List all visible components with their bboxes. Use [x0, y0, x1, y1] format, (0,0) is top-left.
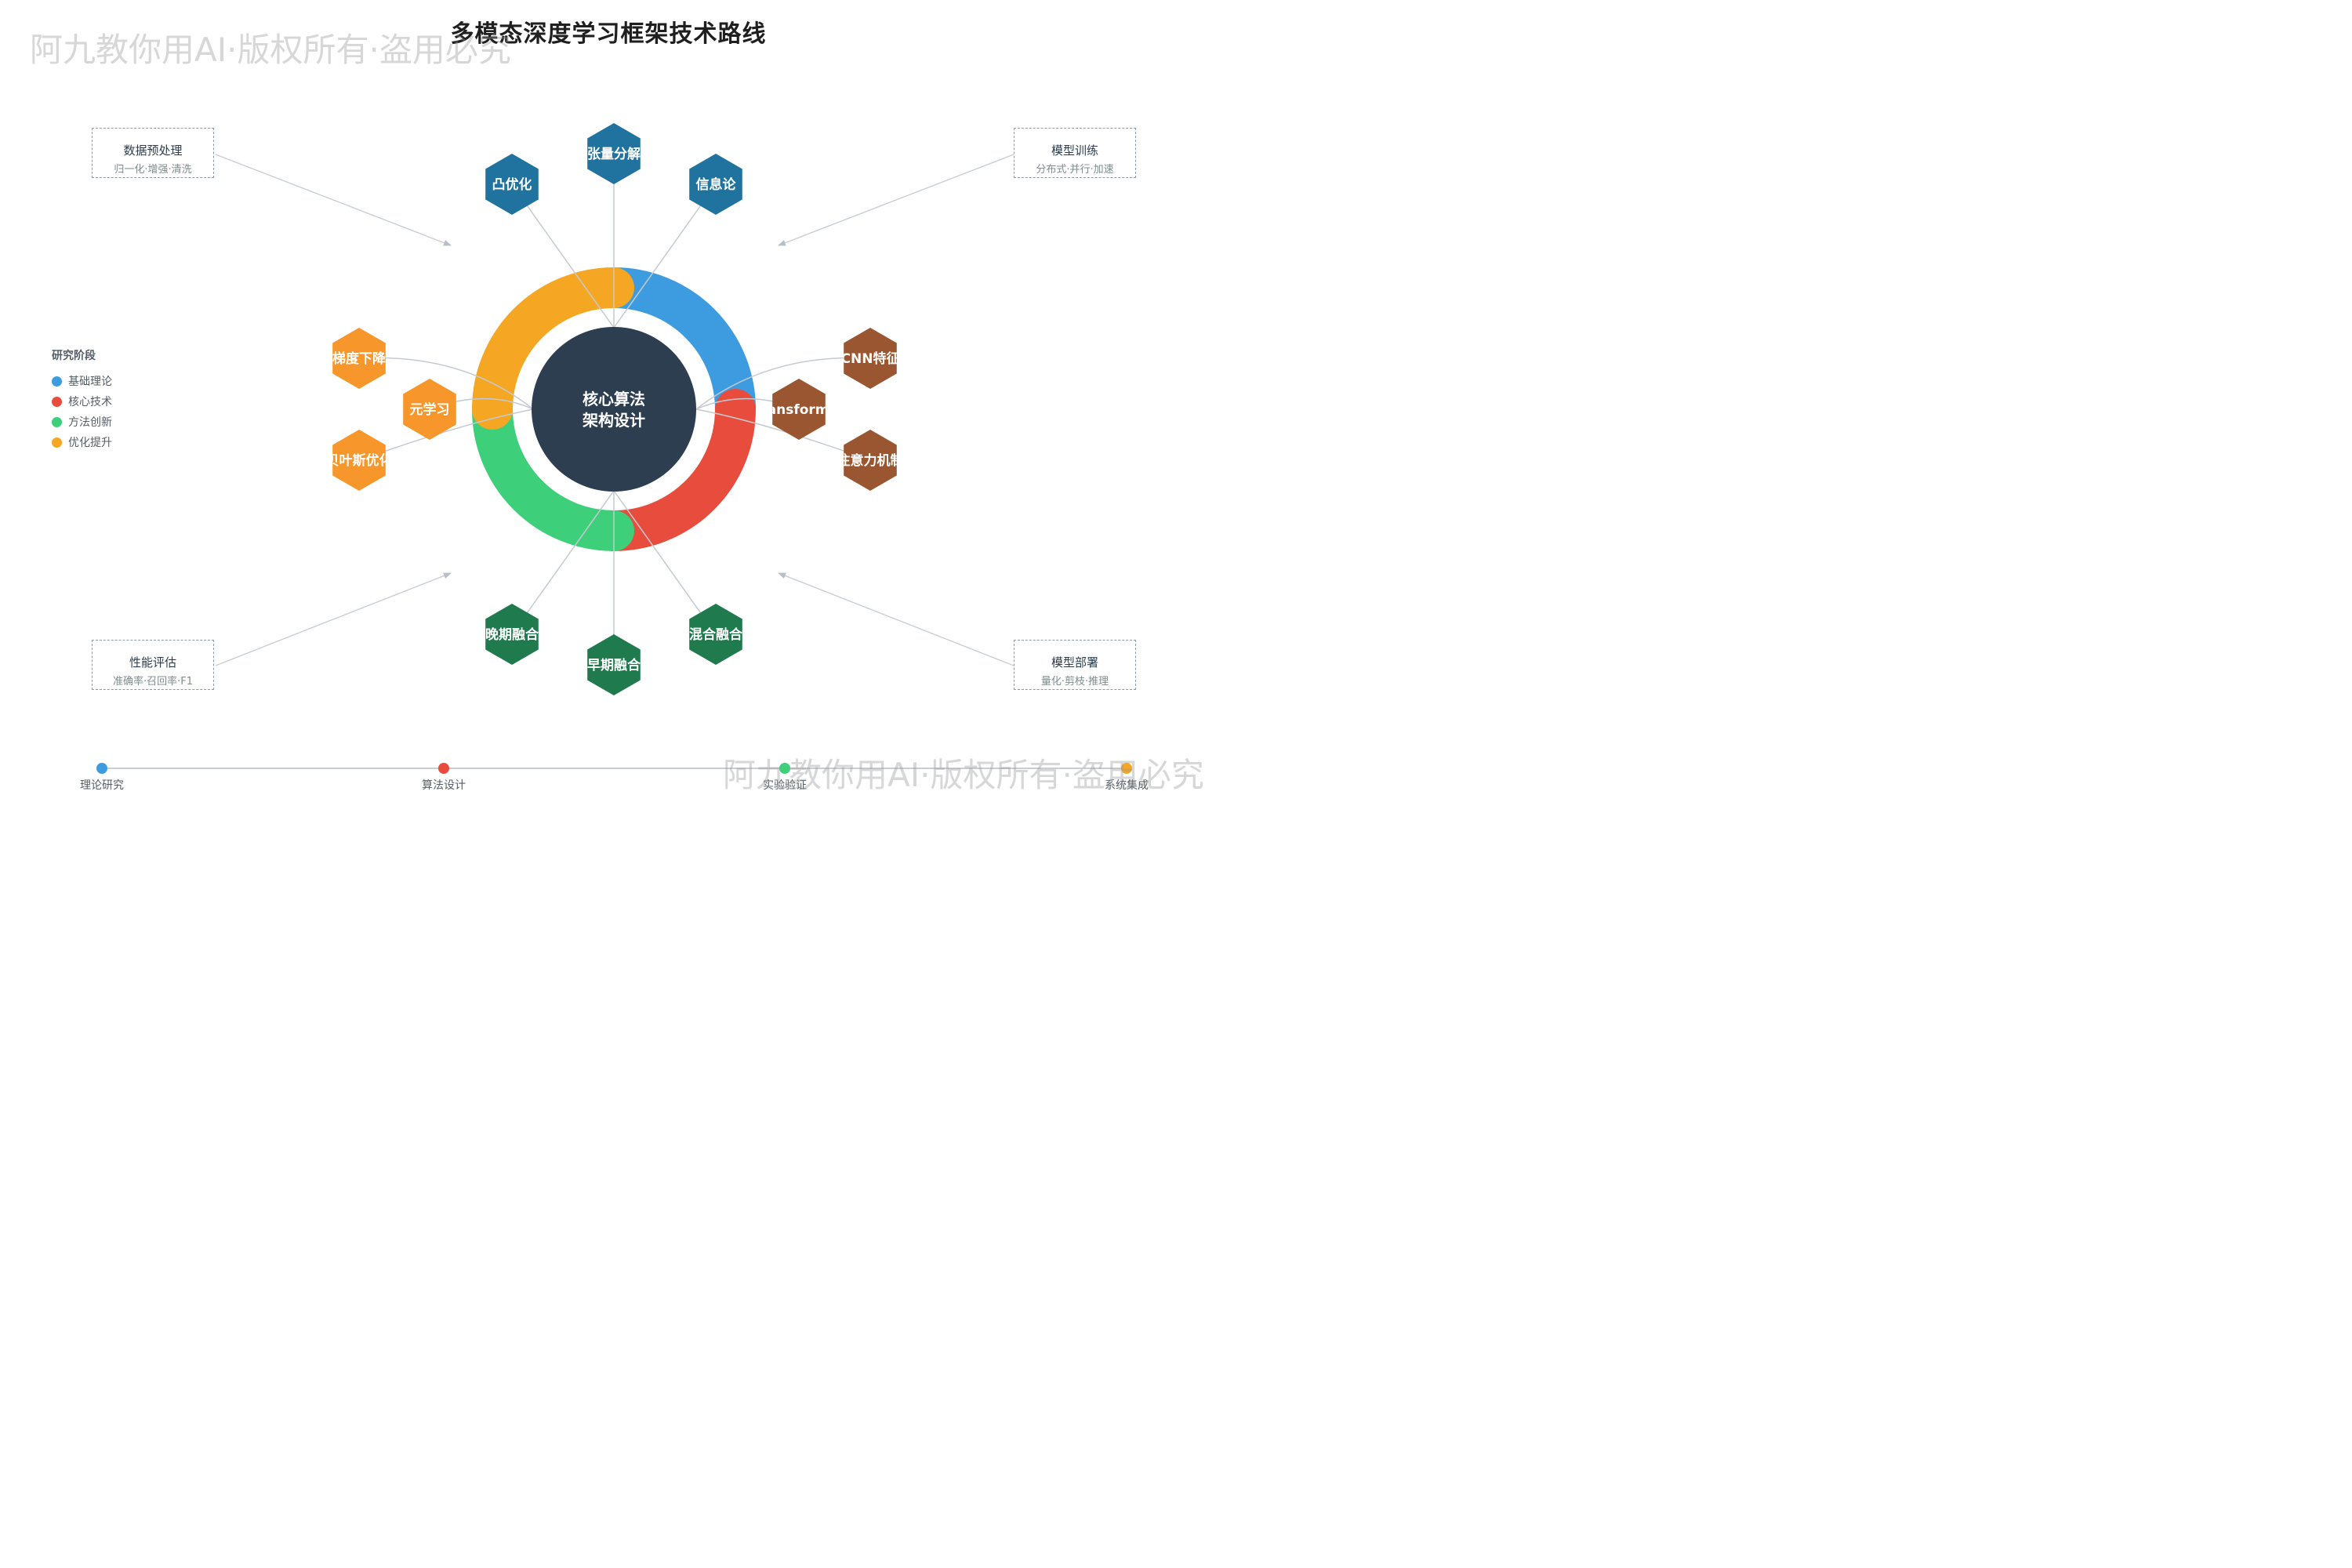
legend-label: 方法创新 — [68, 416, 112, 429]
legend-dot-icon — [52, 416, 62, 427]
hex-label: 注意力机制 — [837, 452, 904, 469]
center-label-line1: 核心算法 — [583, 390, 645, 408]
hex-label: CNN特征 — [841, 350, 900, 367]
hex-node-bottom-1: 晚期融合 — [485, 604, 539, 665]
hex-node-top-2: 张量分解 — [587, 123, 641, 184]
legend-label: 核心技术 — [68, 396, 112, 408]
legend-dot-icon — [52, 437, 62, 448]
legend-title: 研究阶段 — [52, 350, 96, 362]
hex-label: 贝叶斯优化 — [326, 452, 393, 469]
timeline-label: 理论研究 — [80, 779, 124, 792]
hex-label: Transformer — [753, 402, 846, 418]
timeline-label: 算法设计 — [422, 779, 466, 792]
hex-label: 元学习 — [410, 401, 450, 418]
hex-label: 凸优化 — [492, 176, 532, 193]
arrow-top-right — [778, 154, 1014, 246]
hex-shape — [844, 430, 897, 491]
arrow-top-left — [215, 154, 452, 246]
box-title: 性能评估 — [129, 655, 176, 670]
hex-node-left-1: 梯度下降 — [332, 328, 387, 389]
hex-shape — [689, 154, 742, 215]
timeline-label: 实验验证 — [763, 779, 807, 792]
legend-dot-icon — [52, 376, 62, 387]
connector-bottom-3 — [613, 490, 717, 635]
box-model-deployment: 模型部署 量化·剪枝·推理 — [1014, 640, 1136, 690]
timeline-label: 系统集成 — [1105, 779, 1149, 792]
connector-top-3 — [613, 183, 717, 328]
legend-dot-icon — [52, 396, 62, 407]
hex-node-top-3: 信息论 — [689, 154, 742, 215]
box-performance-eval: 性能评估 准确率·召回率·F1 — [92, 640, 214, 690]
hex-node-left-3: 贝叶斯优化 — [326, 430, 393, 491]
hex-shape — [587, 634, 641, 695]
hex-shape — [844, 328, 897, 389]
timeline-dot — [96, 763, 107, 774]
legend-label: 基础理论 — [68, 376, 112, 388]
arrow-bottom-left — [215, 572, 452, 666]
hex-shape — [689, 604, 742, 665]
arrow-bottom-right — [778, 572, 1014, 666]
hex-label: 梯度下降 — [332, 350, 387, 367]
box-title: 模型部署 — [1051, 655, 1098, 670]
box-title: 数据预处理 — [123, 143, 183, 158]
hex-shape — [332, 430, 386, 491]
box-subtitle: 分布式·并行·加速 — [1036, 164, 1114, 176]
legend: 研究阶段 基础理论核心技术方法创新优化提升 — [52, 347, 112, 452]
hex-label: 晚期融合 — [485, 626, 539, 643]
timeline — [96, 763, 1132, 774]
box-subtitle: 准确率·召回率·F1 — [112, 676, 193, 688]
hex-shape — [485, 604, 539, 665]
legend-label: 优化提升 — [68, 437, 112, 449]
hex-label: 信息论 — [696, 176, 737, 193]
box-title: 模型训练 — [1051, 143, 1098, 158]
hex-shape — [332, 328, 386, 389]
hex-label: 张量分解 — [587, 146, 641, 162]
box-subtitle: 归一化·增强·清洗 — [114, 164, 192, 176]
timeline-dot — [1121, 763, 1132, 774]
box-subtitle: 量化·剪枝·推理 — [1040, 676, 1109, 688]
page-title: 多模态深度学习框架技术路线 — [450, 20, 767, 48]
hex-label: 混合融合 — [689, 626, 743, 643]
connector-top-1 — [511, 183, 615, 328]
hex-shape — [587, 123, 641, 184]
hex-label: 早期融合 — [587, 657, 641, 673]
legend-item: 核心技术 — [52, 391, 112, 412]
hex-node-bottom-2: 早期融合 — [587, 634, 641, 695]
legend-item: 优化提升 — [52, 432, 112, 452]
connector-bottom-1 — [511, 490, 615, 635]
box-model-training: 模型训练 分布式·并行·加速 — [1014, 128, 1136, 178]
timeline-dot — [438, 763, 449, 774]
hex-node-right-2: Transformer — [753, 379, 846, 440]
hex-connectors — [358, 154, 871, 665]
legend-item: 方法创新 — [52, 412, 112, 432]
hex-node-left-2: 元学习 — [403, 379, 456, 440]
diagram-canvas: 核心算法 架构设计 凸优化 张量分解信息论 CNN特征 Transformer 注意力机… — [0, 0, 1217, 811]
hex-node-right-3: 注意力机制 — [837, 430, 904, 491]
corner-arrows — [215, 154, 1014, 666]
hex-shape — [485, 154, 539, 215]
timeline-dot — [779, 763, 790, 774]
hex-node-top-1: 凸优化 — [485, 154, 539, 215]
hex-shape — [403, 379, 456, 440]
legend-item: 基础理论 — [52, 371, 112, 391]
box-data-preprocessing: 数据预处理 归一化·增强·清洗 — [92, 128, 214, 178]
center-label-line2: 架构设计 — [583, 411, 645, 430]
hex-shape — [772, 379, 826, 440]
hex-node-bottom-3: 混合融合 — [689, 604, 743, 665]
hex-node-right-1: CNN特征 — [841, 328, 900, 389]
center-core-circle — [532, 327, 696, 492]
